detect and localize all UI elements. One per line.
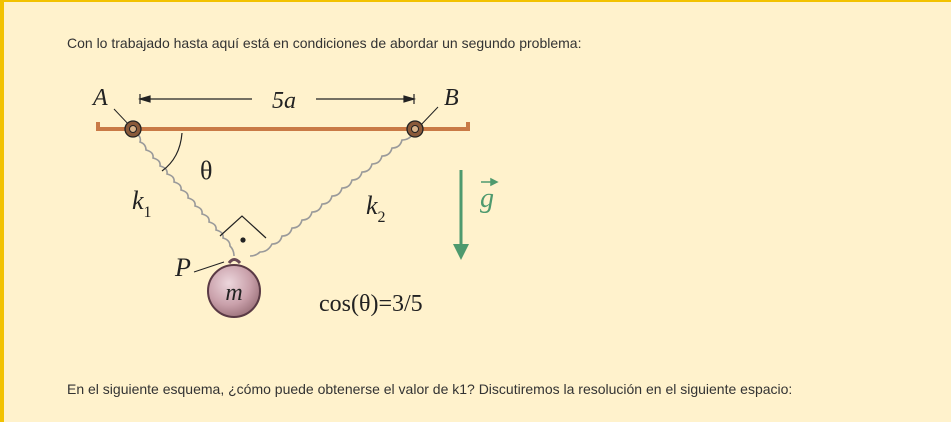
label-b: B bbox=[444, 85, 459, 111]
distance-label: 5a bbox=[272, 88, 296, 114]
intro-text: Con lo trabajado hasta aquí está en cond… bbox=[67, 35, 582, 51]
gravity-arrow bbox=[453, 170, 469, 260]
ceiling-bar bbox=[96, 122, 470, 131]
spring-k1 bbox=[133, 131, 235, 257]
point-label: P bbox=[174, 253, 191, 282]
spring1-label: k1 bbox=[132, 186, 152, 221]
distance-arrow bbox=[137, 94, 417, 104]
mass-label: m bbox=[225, 280, 242, 306]
mass-ball bbox=[207, 264, 261, 318]
angle-arc bbox=[161, 132, 183, 172]
spring2-label: k2 bbox=[366, 191, 386, 226]
mass-hook bbox=[227, 258, 242, 265]
pivot-b bbox=[406, 120, 424, 138]
pivot-a bbox=[124, 120, 142, 138]
question-text: En el siguiente esquema, ¿cómo puede obt… bbox=[67, 381, 793, 397]
physics-figure: 5a A B θ k1 k2 P m bbox=[91, 85, 499, 318]
gravity-label: g bbox=[480, 183, 494, 214]
gravity-vector-mark bbox=[481, 177, 499, 187]
angle-label: θ bbox=[200, 156, 212, 185]
equation-label: cos(θ)=3/5 bbox=[319, 291, 423, 317]
right-angle-marker bbox=[219, 215, 267, 239]
spring-k2 bbox=[249, 131, 415, 257]
label-a: A bbox=[91, 85, 108, 111]
right-angle-dot bbox=[240, 237, 246, 243]
